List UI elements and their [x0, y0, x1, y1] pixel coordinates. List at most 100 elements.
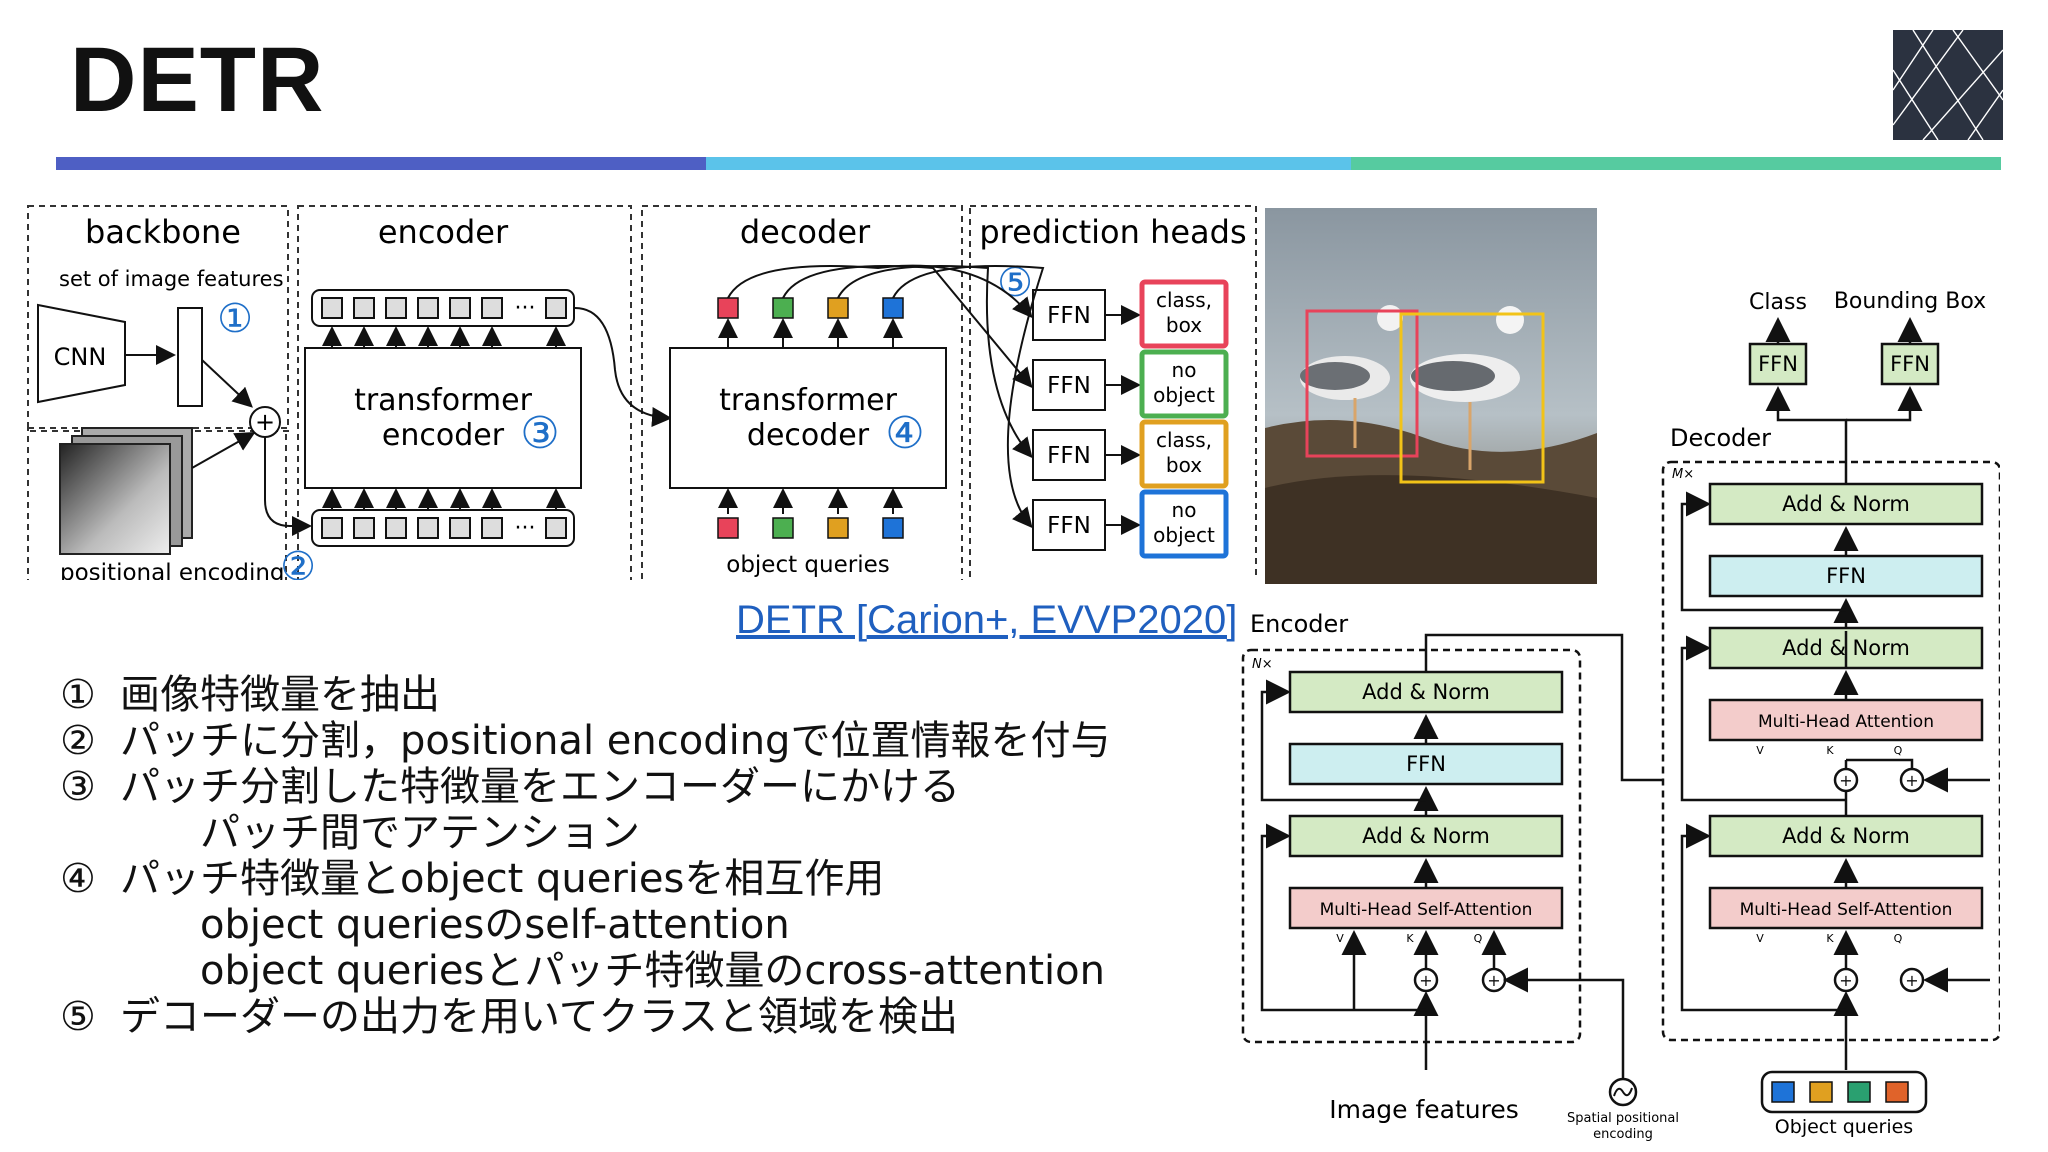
object-queries-container — [1760, 1070, 1928, 1114]
svg-text:M×: M× — [1672, 467, 1694, 482]
step-text: 画像特徴量を抽出 — [120, 672, 440, 718]
prediction-output — [1139, 419, 1229, 489]
circled-2: ② — [280, 544, 316, 580]
token — [449, 517, 471, 539]
step-text: パッチ間でアテンション — [200, 810, 640, 856]
add-circle — [1833, 767, 1859, 793]
query-output — [717, 297, 739, 319]
step-text: パッチ特徴量とobject queriesを相互作用 — [120, 856, 885, 902]
query-input — [772, 517, 794, 539]
query-to-head-arrow — [837, 265, 1033, 459]
enc-add-norm-1-label: Add & Norm — [1362, 824, 1490, 848]
token — [545, 297, 567, 319]
ffn-head-label: FFN — [1047, 373, 1091, 399]
attention-input-label: V — [1756, 744, 1764, 757]
query-output — [882, 297, 904, 319]
connector — [1765, 386, 1848, 484]
attention-input-label: V — [1756, 932, 1764, 945]
query-input — [827, 517, 849, 539]
object-query-token — [1885, 1081, 1909, 1103]
token — [481, 517, 503, 539]
svg-text:+: + — [1487, 971, 1500, 990]
query-input — [882, 517, 904, 539]
ffn-head-label: FFN — [1047, 513, 1091, 539]
token — [321, 297, 343, 319]
prediction-line2: box — [1166, 313, 1202, 337]
step-number: ④ — [60, 856, 96, 902]
connector — [1680, 491, 1846, 612]
svg-text:+: + — [255, 408, 275, 436]
cnn-block — [37, 303, 126, 404]
step-number: ⑤ — [60, 994, 96, 1040]
prediction-line1: no — [1172, 358, 1197, 382]
svg-text:N×: N× — [1252, 657, 1273, 672]
transformer-encoder-block — [304, 347, 582, 489]
prediction-line2: object — [1153, 383, 1215, 407]
section-prediction-heads: prediction heads — [979, 213, 1246, 251]
accent-bar-2 — [706, 157, 1351, 170]
connector — [1503, 967, 1625, 1078]
dec-cross-attention — [1708, 698, 1984, 742]
enc-ffn — [1288, 742, 1564, 786]
section-decoder: decoder — [740, 213, 871, 251]
step-text: object queriesとパッチ特徴量のcross-attention — [200, 948, 1105, 994]
prediction-output — [1139, 489, 1229, 559]
ffn-head — [1032, 359, 1106, 411]
cnn-label: CNN — [54, 343, 107, 371]
encoder-input-tokens — [321, 517, 567, 539]
token — [417, 297, 439, 319]
token — [385, 297, 407, 319]
token — [481, 297, 503, 319]
dec-ffn-label: FFN — [1826, 564, 1866, 588]
image-features-label: Image features — [1329, 1095, 1519, 1124]
attention-input-label: Q — [1474, 932, 1483, 945]
ffn-head-label: FFN — [1047, 303, 1091, 329]
detr-pipeline-diagram: backbone encoder decoder prediction head… — [27, 205, 1257, 580]
object-query-token — [1847, 1081, 1871, 1103]
dec-add-norm-3-label: Add & Norm — [1782, 492, 1910, 516]
encoder-output-tokens — [321, 297, 567, 319]
attention-input-label: Q — [1894, 744, 1903, 757]
connector — [1260, 679, 1426, 802]
add-circle — [1833, 967, 1859, 993]
token — [385, 517, 407, 539]
step-number: ③ — [60, 764, 96, 810]
circled-3: ③ — [520, 408, 559, 459]
query-to-head-arrow — [727, 264, 1033, 319]
bounding-box-label: Bounding Box — [1834, 289, 1986, 314]
positional-encoding-label: positional encoding — [60, 560, 285, 580]
prediction-output — [1139, 349, 1229, 419]
feature-map — [177, 307, 203, 407]
encoder-label: Encoder — [1250, 610, 1348, 638]
prediction-line1: no — [1172, 498, 1197, 522]
ffn-head — [1032, 289, 1106, 341]
step-item: object queriesのself-attention — [60, 902, 1110, 948]
attention-input-label: Q — [1894, 932, 1903, 945]
svg-text:+: + — [1419, 971, 1432, 990]
token — [545, 517, 567, 539]
ffn-head — [1032, 499, 1106, 551]
object-queries-label-right: Object queries — [1775, 1116, 1913, 1138]
dec-cross-attention-label: Multi-Head Attention — [1758, 712, 1934, 732]
object-query-token — [1771, 1081, 1795, 1103]
query-output — [827, 297, 849, 319]
enc-add-norm-2 — [1288, 670, 1564, 714]
circled-1: ① — [217, 296, 253, 342]
citation-link[interactable]: DETR [Carion+, EVVP2020] — [736, 598, 1238, 642]
step-item: ④ パッチ特徴量とobject queriesを相互作用 — [60, 856, 1110, 902]
set-of-image-features-label: set of image features — [59, 267, 284, 291]
query-input — [717, 517, 739, 539]
query-to-head-arrow — [782, 265, 1033, 389]
attention-input-label: K — [1826, 744, 1834, 757]
prediction-line2: box — [1166, 453, 1202, 477]
dec-add-norm-1-label: Add & Norm — [1782, 824, 1910, 848]
token — [353, 517, 375, 539]
accent-bar-3 — [1351, 157, 2001, 170]
attention-input-label: K — [1406, 932, 1414, 945]
class-label: Class — [1749, 290, 1807, 315]
step-item: object queriesとパッチ特徴量のcross-attention — [60, 948, 1110, 994]
